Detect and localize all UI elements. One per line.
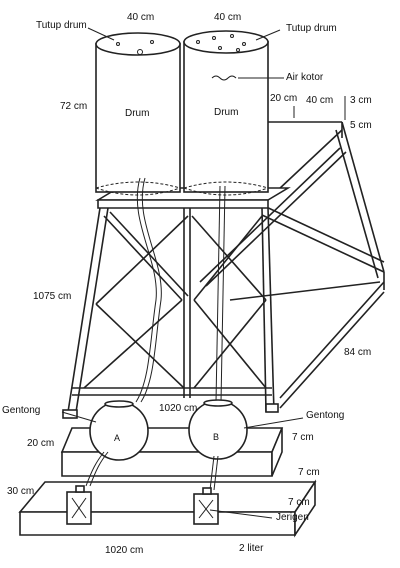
volume-label: 2 liter xyxy=(239,543,264,554)
lid-label-right: Tutup drum xyxy=(286,23,337,34)
frame-depth-label: 84 cm xyxy=(344,347,372,358)
lid-label-left: Tutup drum xyxy=(36,20,87,31)
drum-diameter-left: 40 cm xyxy=(127,12,155,23)
gentong-mark-b: B xyxy=(213,432,220,442)
gentong-mark-a: A xyxy=(114,433,121,443)
tower-frame-back xyxy=(199,121,385,409)
frame-dim-top-b: 40 cm xyxy=(306,95,334,106)
gentong-a xyxy=(89,400,149,461)
base-width-label: 1020 cm xyxy=(105,545,144,556)
frame-width-label: 1020 cm xyxy=(159,403,198,414)
drum-right xyxy=(183,30,269,196)
jerry-can-right xyxy=(193,487,219,525)
gentong-label-right: Gentong xyxy=(306,410,345,421)
step-height-2: 7 cm xyxy=(298,467,320,478)
jerry-can-left xyxy=(66,485,92,525)
gentong-b xyxy=(188,399,248,460)
drum-diameter-right: 40 cm xyxy=(214,12,242,23)
step-height-1: 7 cm xyxy=(292,432,314,443)
frame-dim-side-b: 5 cm xyxy=(350,120,372,131)
gentong-height-label: 20 cm xyxy=(27,438,55,449)
tower-frame-front xyxy=(62,187,291,419)
slab-height-label: 30 cm xyxy=(7,486,35,497)
drum-right-label: Drum xyxy=(214,107,239,118)
gentong-label-left: Gentong xyxy=(2,405,41,416)
leader-lines xyxy=(61,27,346,519)
dirty-water-label: Air kotor xyxy=(286,72,324,83)
frame-height-label: 1075 cm xyxy=(33,291,72,302)
jerry-can-label: Jerigen xyxy=(276,512,309,523)
drum-left xyxy=(95,32,181,196)
pipes xyxy=(135,177,226,403)
frame-dim-side-a: 3 cm xyxy=(350,95,372,106)
drum-left-label: Drum xyxy=(125,108,150,119)
drum-height-label: 72 cm xyxy=(60,101,88,112)
frame-dim-top-a: 20 cm xyxy=(270,93,298,104)
step-height-3: 7 cm xyxy=(288,497,310,508)
ground-slab xyxy=(18,479,317,538)
